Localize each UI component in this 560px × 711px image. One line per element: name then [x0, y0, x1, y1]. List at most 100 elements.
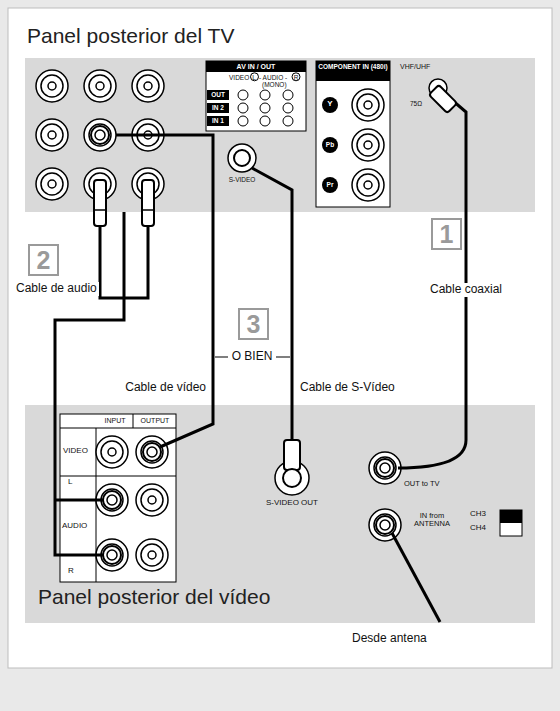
vcr-cables-part [55, 405, 104, 555]
vcr-panel-art-part [60, 414, 176, 582]
part-label: OUTPUT [134, 417, 176, 425]
vcr-cables-part [398, 405, 466, 468]
vcr-cables-part [392, 533, 440, 622]
callout-number: 1 [431, 218, 462, 250]
tv-panel-art-part-part [260, 103, 270, 113]
cable [465, 212, 468, 405]
tv-plugs-part [91, 126, 109, 144]
vcr-panel-art-part [25, 405, 535, 623]
tv-panel-art-part [292, 73, 300, 81]
tv-plugs [91, 85, 457, 226]
vcr-panel-art-part [136, 539, 168, 571]
tv-panel-art-part-part [260, 90, 270, 100]
panel-tag: OUT [207, 91, 229, 98]
tv-panel-art-part-part [260, 116, 270, 126]
part-label: - AUDIO - [259, 74, 287, 81]
part-label: CH3 [470, 510, 486, 519]
tv-panel-art-part-part [283, 90, 293, 100]
cable [212, 212, 215, 405]
vcr-plugs-part [283, 469, 301, 487]
part-label: S-VIDEO OUT [262, 499, 322, 508]
tv-panel-art-part [206, 61, 306, 131]
part-label: OUT to TV [404, 480, 440, 488]
vcr-plugs-part [103, 491, 121, 509]
vcr-panel-art-part [369, 509, 401, 541]
tv-panel-art-part [36, 168, 68, 200]
tv-panel-art-part [206, 61, 306, 72]
vcr-plugs [103, 440, 394, 564]
part-label: 75Ω [410, 100, 422, 107]
tv-panel-art-part [207, 90, 229, 100]
vcr-cables-part [160, 405, 213, 447]
tv-panel-art-part [352, 169, 384, 201]
part-label: L [252, 74, 256, 81]
cable-label: Cable coaxial [425, 283, 507, 297]
part-label: VHF/UHF [400, 63, 430, 71]
tv-panel-art-part-part [238, 103, 248, 113]
tv-plugs-part [94, 209, 154, 211]
tv-panel-art-part [132, 70, 164, 102]
panel-tag: IN 2 [207, 104, 229, 111]
tv-panel-art-part [207, 116, 229, 126]
part-label: AUDIO [62, 522, 87, 531]
tv-panel-art-part-part [238, 90, 248, 100]
part-label: S-VIDEO [222, 176, 262, 183]
tv-panel-art-part [322, 97, 338, 113]
panel-heading: Panel posterior del TV [27, 24, 234, 47]
vcr-panel-art-part [136, 484, 168, 516]
panel-heading: Panel posterior del vídeo [38, 585, 270, 608]
vcr-panel-art-part [500, 510, 522, 536]
tv-cables-part [116, 135, 213, 212]
tv-panel-art-part [84, 119, 116, 151]
part-label: CH4 [470, 524, 486, 533]
part-label: R [68, 567, 74, 576]
vcr-panel-art-part [136, 436, 168, 468]
callout-number: 2 [28, 244, 59, 276]
vcr-plugs-part [284, 440, 300, 470]
part-label: VIDEO [63, 447, 88, 456]
tv-panel-art-part-part [283, 103, 293, 113]
vcr-panel-art-part [369, 452, 401, 484]
part-label: R [294, 74, 299, 81]
part-label: L [68, 478, 72, 487]
tv-panel-art-part [228, 144, 256, 172]
tv-plugs-part [429, 85, 457, 113]
tv-panel-art-part [316, 61, 390, 207]
cable [55, 212, 124, 405]
cable-label: Cable de audio [14, 282, 99, 296]
panel-tag: IN 1 [207, 117, 229, 124]
tv-plugs-part [94, 180, 106, 226]
vcr-panel-art-part [500, 510, 522, 523]
vcr-plugs-part [376, 459, 394, 477]
tv-panel-art-part [316, 61, 390, 81]
tv-plugs-part [234, 150, 250, 166]
tv-panel-art-part [352, 129, 384, 161]
part-label: INPUT [97, 417, 133, 425]
cable [291, 212, 294, 405]
vcr-plugs-part [143, 443, 161, 461]
vcr-panel-art-part [60, 414, 176, 582]
part-label: (MONO) [262, 81, 287, 88]
panel-tag: Y [322, 100, 338, 109]
callout-number: 3 [238, 308, 269, 340]
panel-tag: COMPONENT IN (480i) [316, 63, 390, 70]
part-label: Desde antena [352, 632, 427, 645]
tv-panel-art-part [36, 119, 68, 151]
tv-panel-art-part [207, 103, 229, 113]
panel-tag: Pb [322, 141, 338, 148]
vcr-plugs-part [103, 546, 121, 564]
tv-panel-art-part [322, 177, 338, 193]
panel-tag: Pr [322, 181, 338, 188]
tv-cables-part [252, 168, 292, 212]
frame [8, 8, 552, 668]
panel-tag: AV IN / OUT [206, 63, 306, 71]
tv-panel-art-part [352, 89, 384, 121]
tv-panel-art-part-part [283, 116, 293, 126]
vcr-panel-art [25, 405, 535, 623]
part-label: IN from ANTENNA [405, 512, 459, 529]
vcr-plugs-part [376, 516, 394, 534]
cable-label: Cable de S-Vídeo [298, 381, 397, 395]
cable-label: Cable de vídeo [112, 381, 208, 395]
tv-panel-art-part [84, 70, 116, 102]
